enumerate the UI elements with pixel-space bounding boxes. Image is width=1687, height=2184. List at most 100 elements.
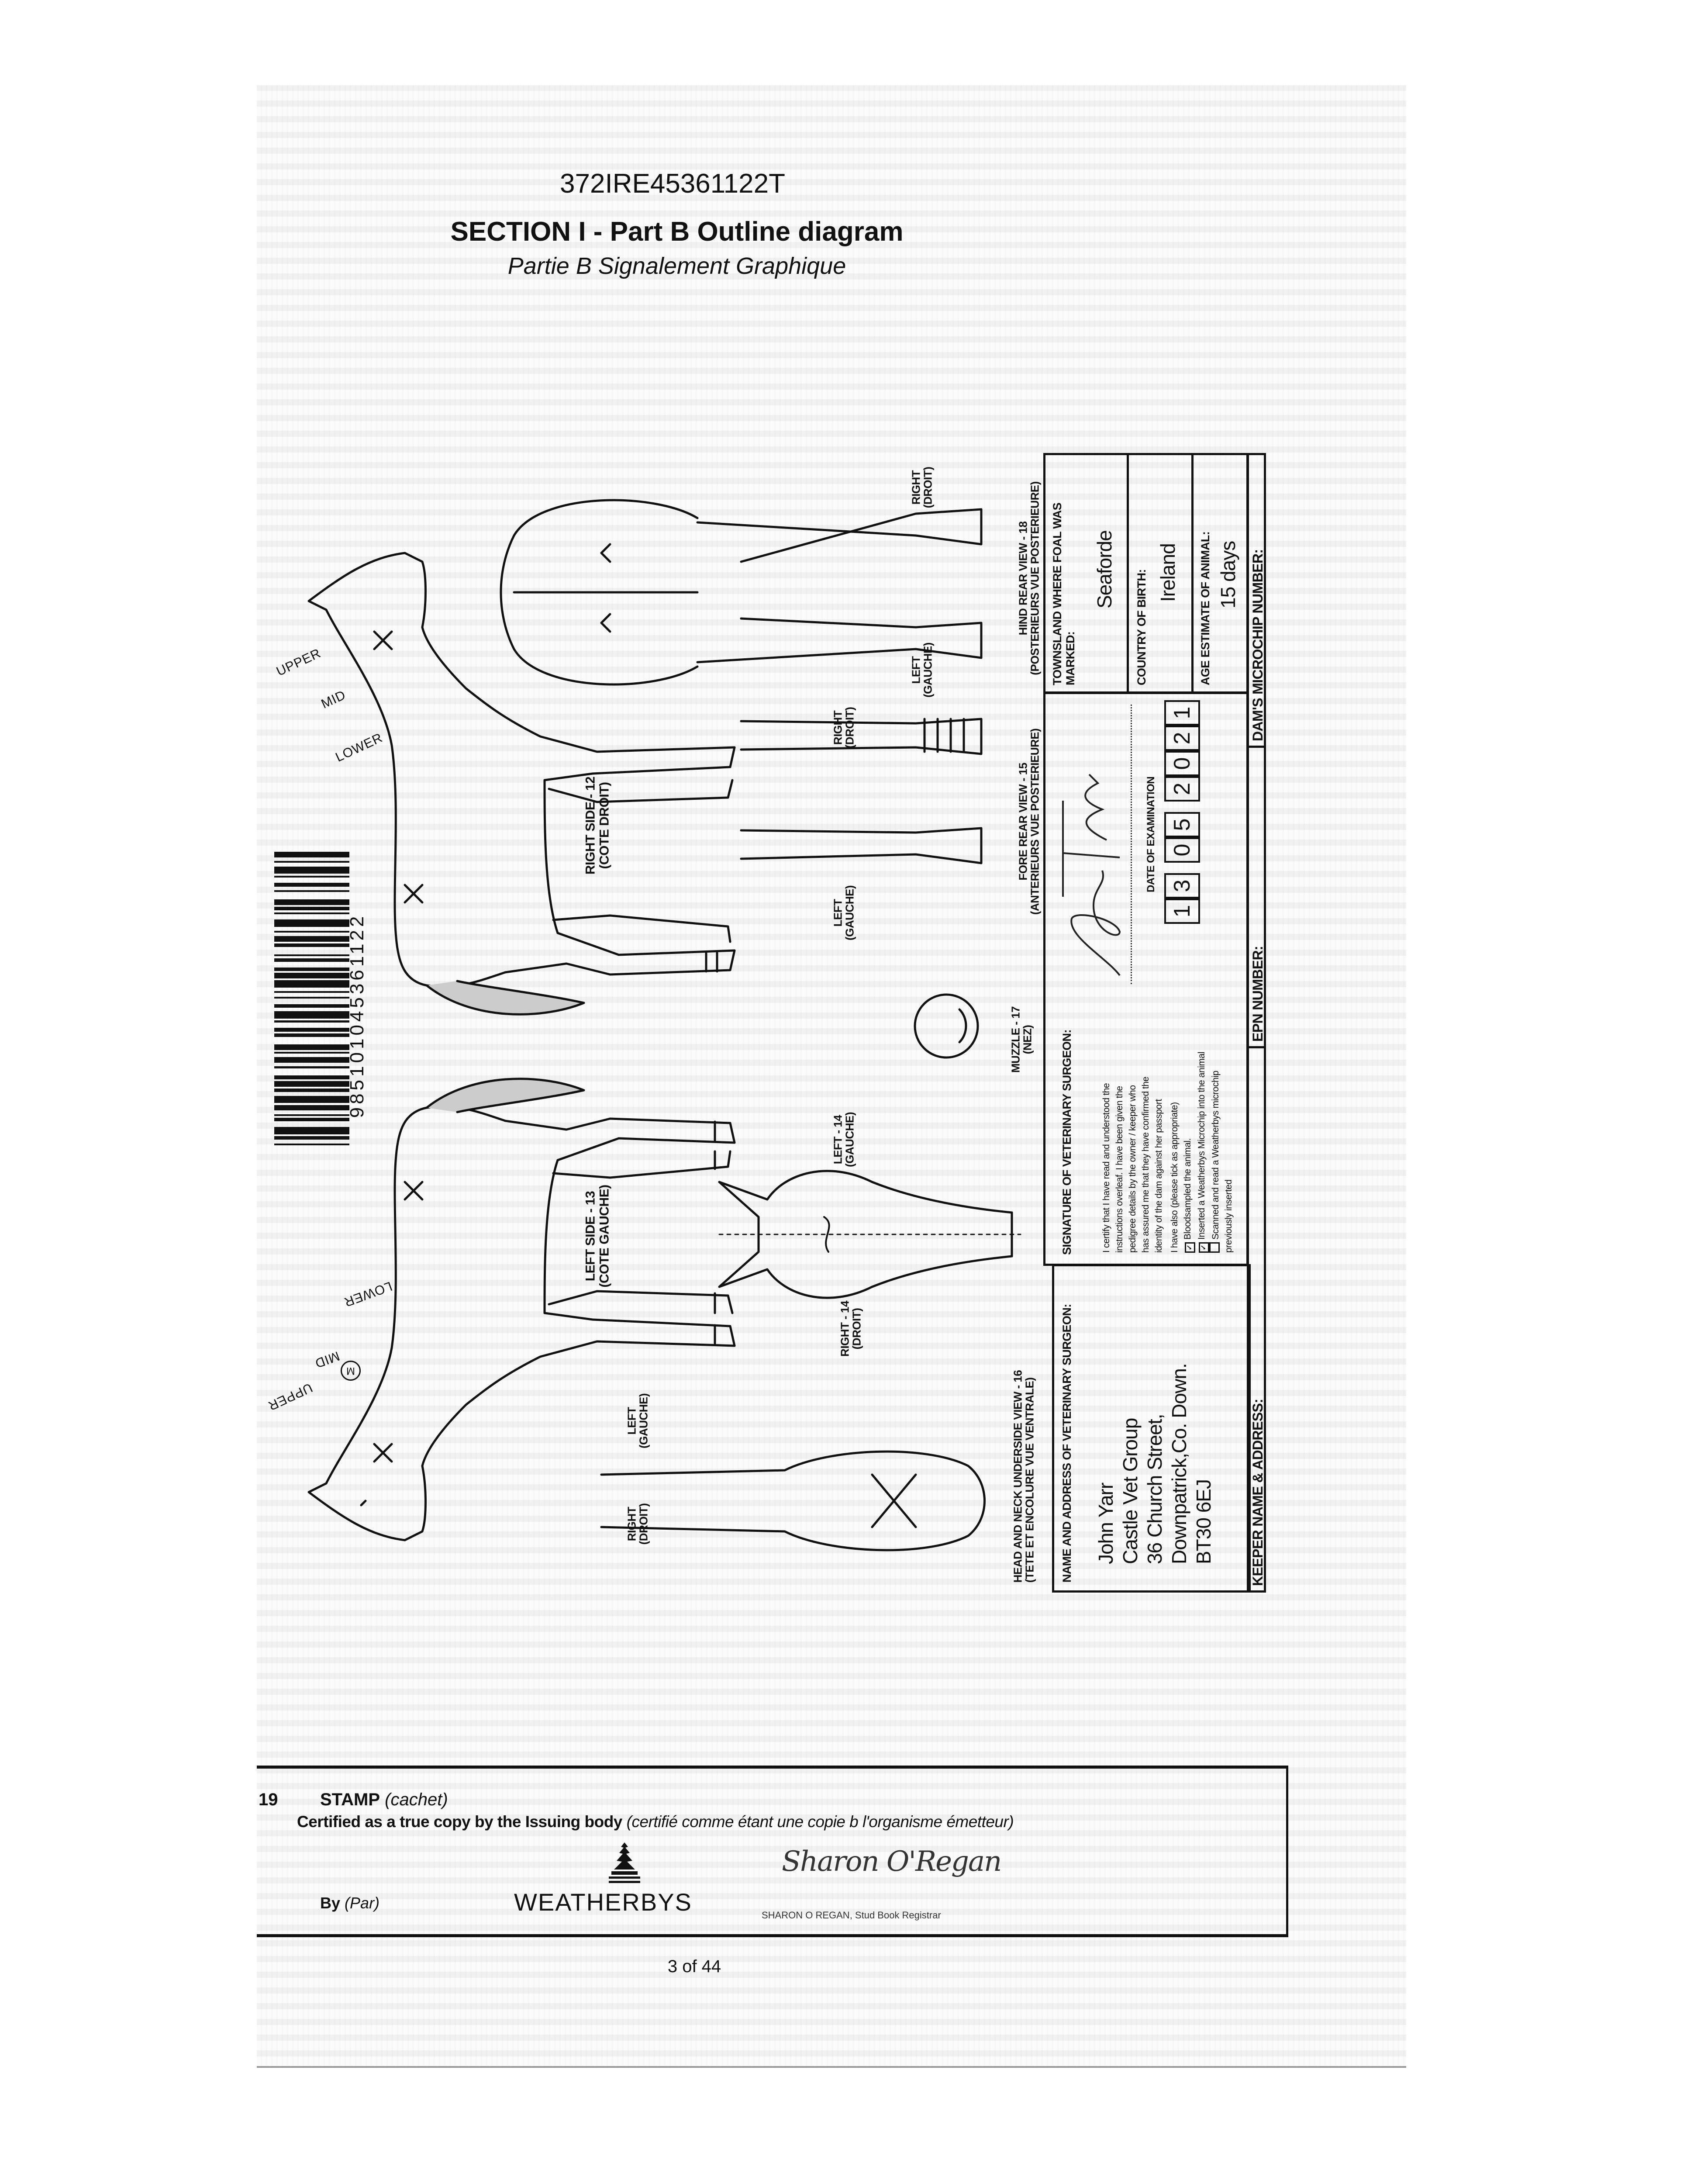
date-digit-box: 3 [1164, 873, 1200, 898]
barcode-bar [274, 1033, 349, 1037]
vet-signature [1054, 713, 1131, 984]
barcode-bar [274, 907, 349, 911]
left-side-horse-outline [307, 1078, 736, 1541]
fore-rear-view-label: FORE REAR VIEW - 15(ANTERIEURS VUE POSTE… [1016, 728, 1042, 915]
checkbox-checked-icon[interactable]: ✓ [1199, 1242, 1209, 1253]
barcode-bar [274, 1004, 349, 1008]
passport-id: 372IRE45361122T [560, 169, 785, 199]
country-label: COUNTRY OF BIRTH: [1135, 569, 1148, 685]
circled-mark: M [341, 1361, 361, 1381]
page-number: 3 of 44 [667, 1957, 721, 1976]
barcode-bar [274, 1143, 349, 1145]
right-side-horse-outline [307, 552, 736, 1016]
barcode-bar [274, 1136, 349, 1140]
date-digit-box: 2 [1164, 726, 1200, 751]
country-value: Ireland [1156, 543, 1179, 602]
check-microchip-scanned[interactable]: Scanned and read a Weatherbys microchip … [1209, 1047, 1235, 1253]
outline-diagram [261, 453, 1262, 1593]
barcode-bar [274, 980, 349, 988]
vet-name-address-box: NAME AND ADDRESS OF VETERINARY SURGEON: … [1052, 1264, 1251, 1593]
head-right-14-label: RIGHT - 14(DROIT) [838, 1301, 863, 1357]
vet-signature-box: SIGNATURE OF VETERINARY SURGEON: DATE OF… [1043, 692, 1249, 1266]
date-digit-box: 5 [1164, 812, 1200, 837]
vet-signature-header: SIGNATURE OF VETERINARY SURGEON: [1060, 1030, 1073, 1255]
epn-label: EPN NUMBER: [1250, 946, 1266, 1042]
barcode-bar [274, 991, 349, 993]
fore-rear-legs-outline [740, 718, 983, 864]
age-label: AGE ESTIMATE OF ANIMAL: [1199, 531, 1212, 685]
barcode-bar [274, 883, 349, 887]
barcode-bar [274, 852, 349, 857]
barcode-bar [274, 967, 349, 971]
head-underside-outline [600, 1450, 986, 1552]
registrar-signature: Sharon O'Regan [782, 1845, 1002, 1878]
barcode-bar [274, 930, 349, 933]
epn-box: EPN NUMBER: [1247, 746, 1266, 1048]
checkbox-checked-icon[interactable]: ✓ [1185, 1242, 1195, 1253]
dam-microchip-label: DAM'S MICROCHIP NUMBER: [1250, 549, 1266, 741]
hind-right-label: RIGHT(DROIT) [909, 467, 935, 508]
muzzle-label: MUZZLE - 17(NEZ) [1009, 1006, 1034, 1073]
barcode-bar [274, 936, 349, 942]
barcode-bar [274, 1028, 349, 1032]
certified-statement: Certified as a true copy by the Issuing … [297, 1813, 1014, 1831]
barcode-bar [274, 1095, 349, 1103]
head-front-outline [718, 1170, 1021, 1299]
townsland-label: TOWNSLAND WHERE FOAL WAS MARKED: [1051, 502, 1077, 685]
barcode-bar [274, 919, 349, 927]
barcode-bar [274, 973, 349, 978]
check-bloodsampled[interactable]: ✓Bloodsampled the animal. [1181, 964, 1195, 1253]
townsland-box: TOWNSLAND WHERE FOAL WAS MARKED: Seaford… [1043, 453, 1129, 694]
section-subtitle: Partie B Signalement Graphique [507, 253, 846, 279]
date-digit-box: 0 [1164, 751, 1200, 776]
vet-address: John Yarr Castle Vet Group 36 Church Str… [1094, 1363, 1215, 1564]
dam-microchip-box: DAM'S MICROCHIP NUMBER: [1247, 453, 1266, 748]
signature-line [1131, 705, 1132, 984]
barcode-bar [274, 954, 349, 957]
barcode-bar [274, 943, 349, 947]
check-microchip-inserted[interactable]: ✓Inserted a Weatherbys Microchip into th… [1195, 964, 1209, 1253]
barcode-bar [274, 1075, 349, 1079]
underside-right-label: RIGHT(DROIT) [625, 1503, 650, 1545]
barcode-bar [274, 1081, 349, 1087]
stamp-number: 19 [259, 1790, 278, 1809]
section-title: SECTION I - Part B Outline diagram [450, 217, 904, 247]
barcode-bar [274, 1118, 349, 1122]
barcode-bar [274, 1044, 349, 1050]
country-of-birth-box: COUNTRY OF BIRTH: Ireland [1127, 453, 1194, 694]
left-side-label: LEFT SIDE - 13(COTE GAUCHE) [583, 1185, 612, 1288]
barcode-bar [274, 899, 349, 905]
date-digit-box: 1 [1164, 898, 1200, 924]
keeper-label: KEEPER NAME & ADDRESS: [1250, 1399, 1266, 1586]
townsland-value: Seaforde [1093, 530, 1116, 608]
signatory-name: SHARON O REGAN, Stud Book Registrar [762, 1910, 941, 1921]
barcode-bar [274, 875, 349, 878]
barcode-bar [274, 890, 349, 892]
hind-rear-view-label: HIND REAR VIEW - 18(POSTERIEURS VUE POST… [1016, 481, 1042, 675]
barcode-bar [274, 1057, 349, 1063]
head-neck-underside-label: HEAD AND NECK UNDERSIDE VIEW - 16(TETE E… [1011, 1370, 1036, 1583]
barcode-bar [274, 866, 349, 874]
barcode [274, 852, 349, 1179]
vet-certification: I certify that I have read and understoo… [1100, 964, 1235, 1253]
keeper-box: KEEPER NAME & ADDRESS: [1247, 1047, 1266, 1593]
hind-rear-view-outline [500, 499, 983, 686]
barcode-bar [274, 958, 349, 962]
muzzle-outline [914, 993, 979, 1059]
passport-page [257, 85, 1406, 2068]
barcode-bar [274, 912, 349, 914]
barcode-bar [274, 1127, 349, 1134]
barcode-bar [274, 996, 349, 999]
age-estimate-box: AGE ESTIMATE OF ANIMAL: 15 days [1191, 453, 1249, 694]
barcode-bar [274, 1088, 349, 1092]
underside-left-label: LEFT(GAUCHE) [625, 1393, 650, 1448]
fore-left-label: LEFT(GAUCHE) [831, 885, 856, 940]
vet-name-header: NAME AND ADDRESS OF VETERINARY SURGEON: [1060, 1304, 1073, 1583]
date-digit-box: 2 [1164, 776, 1200, 802]
barcode-bar [274, 1066, 349, 1068]
checkbox-empty-icon[interactable] [1209, 1242, 1220, 1253]
age-value: 15 days [1217, 541, 1239, 608]
date-digit-box: 1 [1164, 700, 1200, 726]
date-of-examination-label: DATE OF EXAMINATION [1145, 776, 1157, 892]
hind-left-label: LEFT(GAUCHE) [909, 643, 935, 698]
